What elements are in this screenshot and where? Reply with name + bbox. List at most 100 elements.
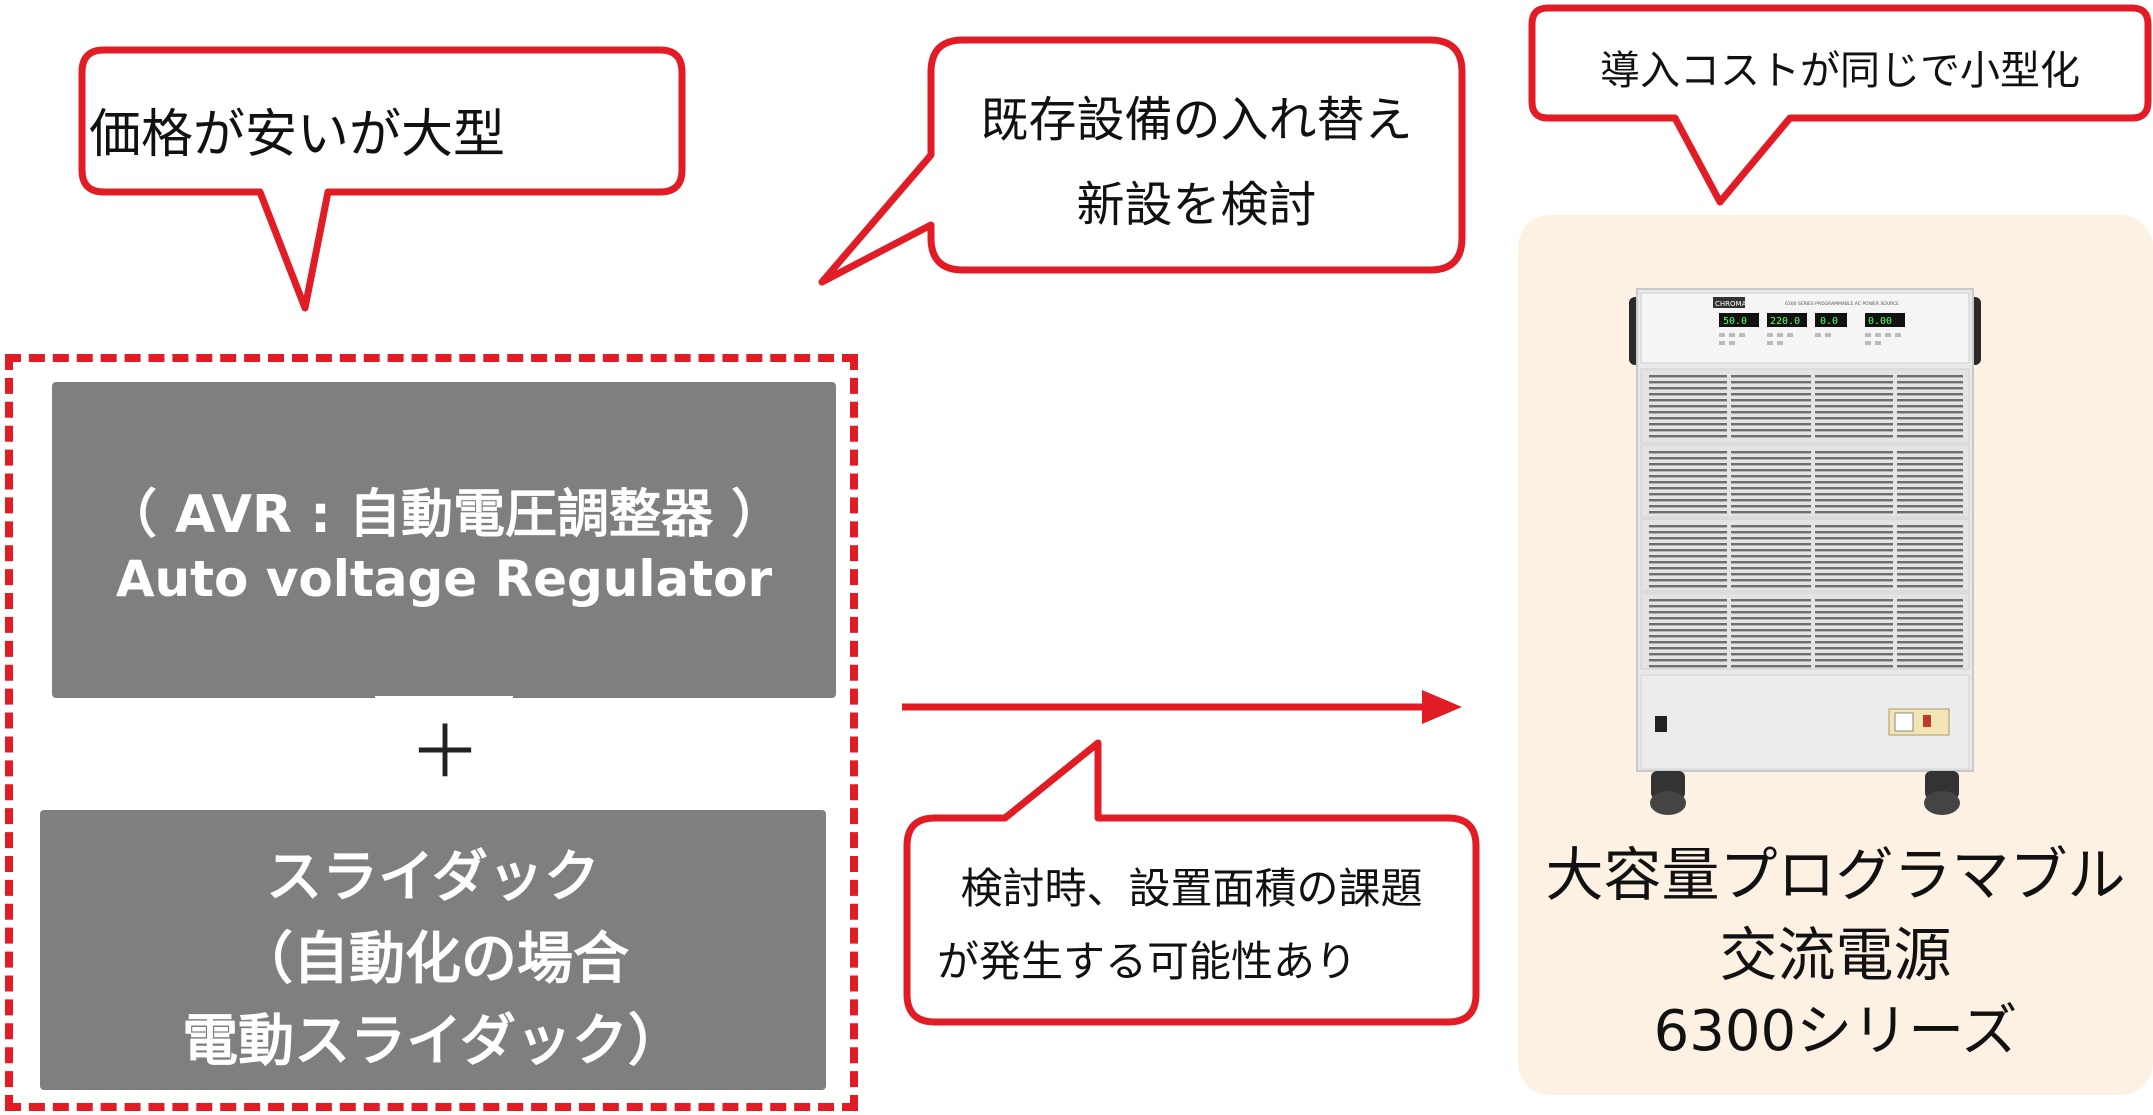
vent-slot bbox=[1731, 617, 1811, 620]
vent-slot bbox=[1731, 499, 1811, 502]
display-group: 50.0 220.0 0.0 0.00 bbox=[1719, 313, 1905, 327]
vent-slot bbox=[1897, 617, 1963, 620]
vent-slot bbox=[1731, 417, 1811, 420]
wheel-left-icon bbox=[1650, 791, 1686, 815]
vent-grilles bbox=[1640, 368, 1970, 670]
model-caption-text: 6300 SERIES PROGRAMMABLE AC POWER SOURCE bbox=[1785, 301, 1899, 307]
vent-slot bbox=[1731, 629, 1811, 632]
vent-slot bbox=[1731, 463, 1811, 466]
vent-slot bbox=[1649, 423, 1727, 426]
vent-slot bbox=[1897, 573, 1963, 576]
vent-slot bbox=[1815, 499, 1893, 502]
vent-slot bbox=[1897, 381, 1963, 384]
vent-slot bbox=[1649, 381, 1727, 384]
vent-slot bbox=[1897, 481, 1963, 484]
outlet-icon bbox=[1894, 712, 1914, 732]
vent-slot bbox=[1815, 561, 1893, 564]
vent-slot bbox=[1731, 481, 1811, 484]
brand-plate bbox=[1713, 297, 1745, 308]
vent-slot bbox=[1897, 405, 1963, 408]
vent-slot bbox=[1815, 505, 1893, 508]
vent-slot bbox=[1897, 487, 1963, 490]
product-name-line2: 交流電源 bbox=[1719, 921, 1952, 989]
vent-slot bbox=[1649, 375, 1727, 378]
keypad bbox=[1719, 333, 1901, 345]
vent-slot bbox=[1815, 423, 1893, 426]
vent-slot bbox=[1649, 665, 1727, 668]
vent-slot bbox=[1815, 481, 1893, 484]
avr-box-title: （ AVR : 自動電圧調整器 ） bbox=[104, 485, 784, 545]
vent-slot bbox=[1731, 451, 1811, 454]
box-connector bbox=[375, 696, 513, 700]
vent-slot bbox=[1897, 411, 1963, 414]
vent-slot bbox=[1815, 567, 1893, 570]
vent-slot bbox=[1815, 387, 1893, 390]
display-power: 0.00 bbox=[1868, 316, 1892, 327]
vent-slot bbox=[1649, 623, 1727, 626]
vent-slot bbox=[1731, 647, 1811, 650]
slidac-box-line3: 電動スライダック） bbox=[182, 1009, 684, 1074]
vent-slot bbox=[1731, 573, 1811, 576]
vent-slot bbox=[1731, 537, 1811, 540]
vent-slot bbox=[1731, 399, 1811, 402]
vent-slot bbox=[1815, 623, 1893, 626]
vent-slot bbox=[1897, 475, 1963, 478]
vent-slot bbox=[1731, 411, 1811, 414]
vent-slot bbox=[1815, 475, 1893, 478]
vent-slot bbox=[1731, 475, 1811, 478]
vent-slot bbox=[1815, 487, 1893, 490]
vent-slot bbox=[1731, 641, 1811, 644]
vent-slot bbox=[1897, 599, 1963, 602]
vent-slot bbox=[1649, 493, 1727, 496]
vent-slot bbox=[1649, 573, 1727, 576]
vent-slot bbox=[1649, 411, 1727, 414]
vent-slot bbox=[1731, 469, 1811, 472]
vent-slot bbox=[1897, 611, 1963, 614]
caster-left-icon bbox=[1651, 771, 1685, 799]
vent-slot bbox=[1731, 429, 1811, 432]
vent-slot bbox=[1649, 629, 1727, 632]
vent-slot bbox=[1731, 549, 1811, 552]
vent-slot bbox=[1815, 659, 1893, 662]
vent-slot bbox=[1815, 611, 1893, 614]
vent-slot bbox=[1897, 579, 1963, 582]
vent-slot bbox=[1649, 653, 1727, 656]
vent-slot bbox=[1649, 605, 1727, 608]
vent-slot bbox=[1897, 469, 1963, 472]
vent-slot bbox=[1649, 457, 1727, 460]
vent-slot bbox=[1897, 511, 1963, 514]
vent-slot bbox=[1649, 499, 1727, 502]
vent-slot bbox=[1815, 393, 1893, 396]
vent-slot bbox=[1649, 417, 1727, 420]
vent-slot bbox=[1815, 555, 1893, 558]
vent-slot bbox=[1731, 555, 1811, 558]
callout-bubble-same-cost bbox=[1528, 4, 2152, 206]
vent-slot bbox=[1815, 435, 1893, 438]
vent-slot bbox=[1815, 665, 1893, 668]
vent-slot bbox=[1731, 511, 1811, 514]
vent-slot bbox=[1815, 573, 1893, 576]
vent-slot bbox=[1897, 585, 1963, 588]
callout-text-replace-2: 新設を検討 bbox=[1076, 177, 1317, 233]
display-current: 0.0 bbox=[1820, 316, 1838, 327]
vent-slot bbox=[1815, 653, 1893, 656]
vent-slot bbox=[1731, 599, 1811, 602]
vent-slot bbox=[1649, 435, 1727, 438]
vent-slot bbox=[1649, 531, 1727, 534]
vent-slot bbox=[1649, 429, 1727, 432]
vent-slot bbox=[1897, 525, 1963, 528]
vent-slot bbox=[1649, 635, 1727, 638]
vent-slot bbox=[1731, 665, 1811, 668]
dashed-group-frame bbox=[5, 354, 858, 1111]
vent-slot bbox=[1731, 487, 1811, 490]
vent-slot bbox=[1897, 493, 1963, 496]
vent-slot bbox=[1815, 525, 1893, 528]
vent-slot bbox=[1649, 481, 1727, 484]
vent-slot bbox=[1649, 641, 1727, 644]
vent-slot bbox=[1815, 381, 1893, 384]
vent-slot bbox=[1731, 393, 1811, 396]
vent-slot bbox=[1731, 405, 1811, 408]
vent-slot bbox=[1649, 487, 1727, 490]
vent-slot bbox=[1649, 579, 1727, 582]
vent-slot bbox=[1649, 617, 1727, 620]
